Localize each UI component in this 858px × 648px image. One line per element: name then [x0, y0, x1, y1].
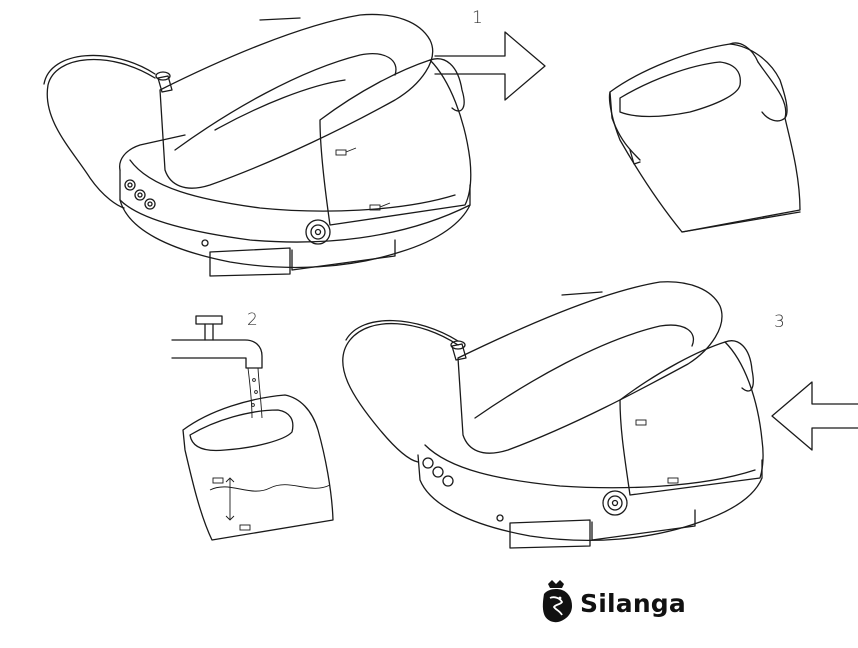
base-outline [120, 170, 470, 267]
arrow-left-3 [772, 382, 858, 450]
steam-station-top [44, 14, 471, 276]
water-tank [320, 60, 471, 225]
brand-logo: Silanga [540, 583, 686, 623]
brand-name: Silanga [580, 589, 686, 618]
step-2-label: 2 [247, 310, 258, 330]
temperature-dial [306, 220, 330, 244]
faucet [172, 340, 262, 368]
iron [160, 14, 433, 188]
steam-station-bottom [343, 282, 763, 548]
step-1-label: 1 [472, 8, 483, 28]
faucet-filling [172, 316, 333, 540]
removed-water-tank [609, 43, 800, 232]
step-3-label: 3 [774, 312, 785, 332]
power-cord [47, 60, 155, 208]
brand-logo-spacer [540, 583, 576, 623]
